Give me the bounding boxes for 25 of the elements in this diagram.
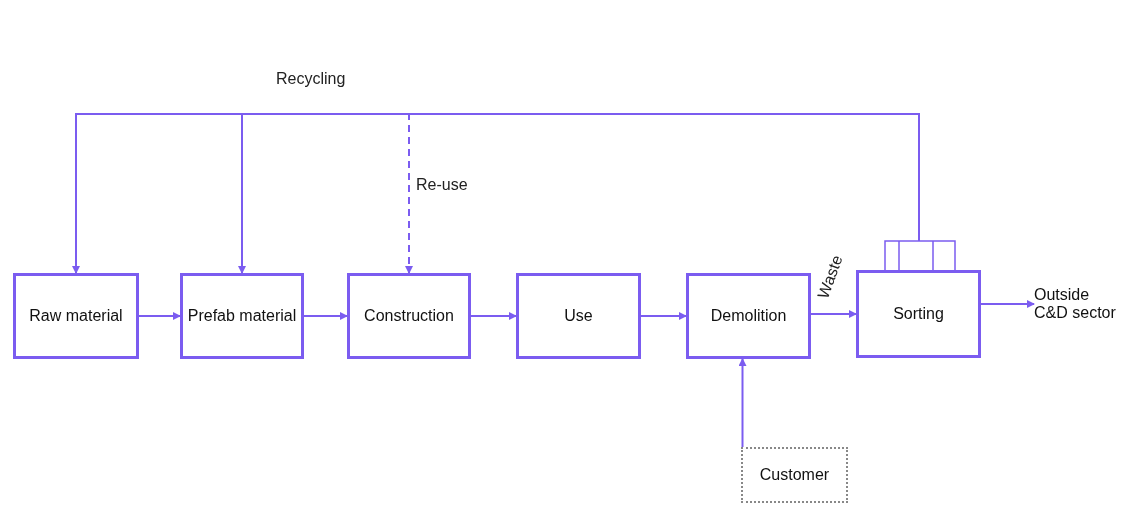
external-actor-box [741,447,848,503]
arrow [303,312,348,320]
node-label: Sorting [892,305,945,323]
node-label: Customer [758,466,831,484]
arrow [810,310,857,318]
process-box [347,273,471,359]
process-box [13,273,139,359]
node-label: Outside C&D sector [1034,286,1117,322]
process-box [516,273,641,359]
node-label: Construction [363,307,455,325]
arrow [980,300,1035,308]
node-label: Raw material [28,307,124,325]
node-label: Use [563,307,594,325]
node-label: Demolition [709,307,788,325]
process-box [180,273,304,359]
arrow [738,358,747,448]
node-label: Prefab material [186,307,298,325]
edge-label: Waste [813,251,847,303]
flow-label: Recycling [274,70,348,88]
arrow [470,312,517,320]
arrow [238,113,920,274]
process-box [686,273,811,359]
arrow [640,312,687,320]
arrow [138,312,181,320]
process-box [856,270,981,358]
